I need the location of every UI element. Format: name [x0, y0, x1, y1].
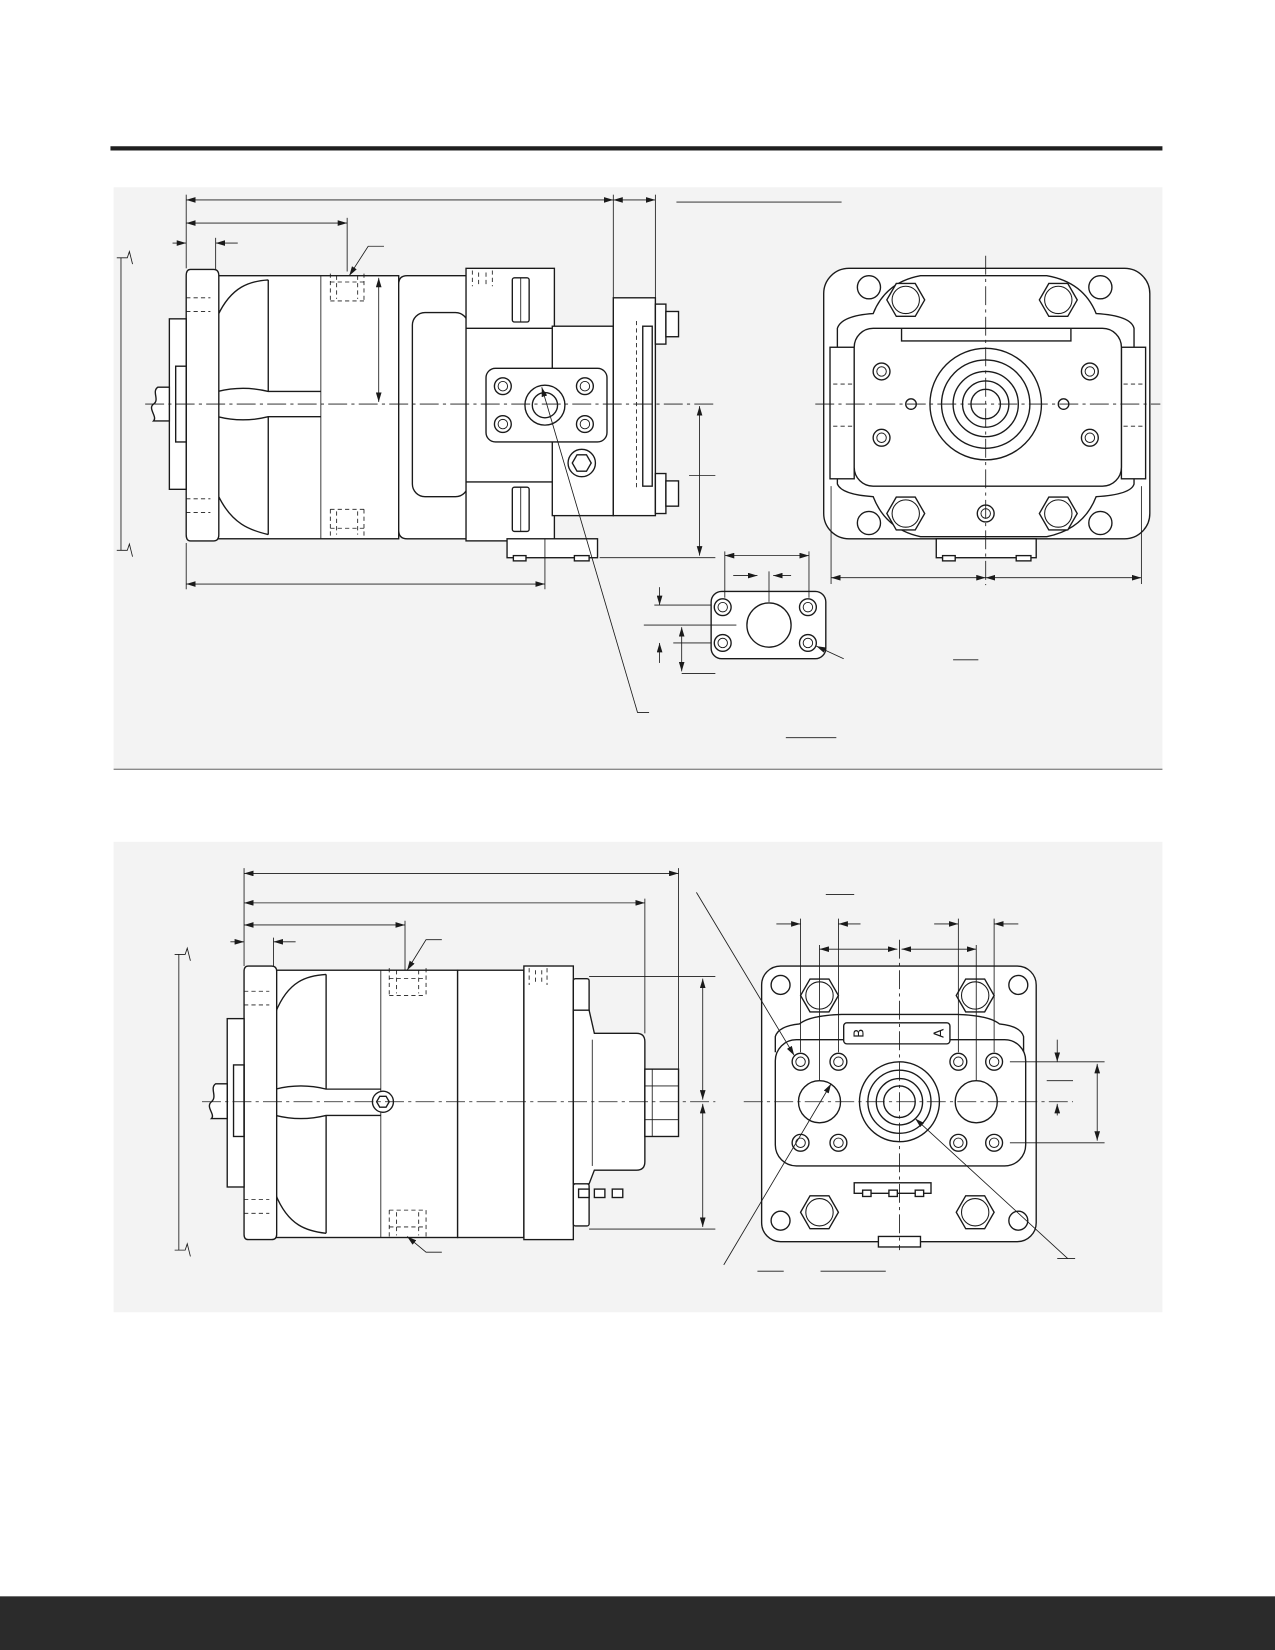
small-bolt [861, 1189, 872, 1198]
small-bolt [888, 1189, 899, 1198]
port-leader [348, 245, 384, 276]
pilot [226, 1017, 245, 1188]
port-a-bolt-hole [985, 1133, 1004, 1152]
corner-hole [856, 275, 882, 300]
corner-hole [856, 510, 882, 536]
left-ear [829, 346, 855, 480]
housing-body [274, 969, 459, 1239]
hex-plug-socket [571, 454, 593, 472]
port-b-label: B [851, 1029, 867, 1038]
rear-top-bolt-shank [654, 303, 667, 345]
port-hole-leader [696, 892, 795, 1056]
end-cover-hidden-boss [528, 968, 548, 985]
small-bolt [611, 1188, 624, 1199]
housing-contour [217, 279, 321, 536]
port-opening [524, 384, 566, 426]
body-bolt-hole [1080, 428, 1099, 447]
flange-port [746, 602, 792, 648]
hub-leader [914, 1118, 1069, 1259]
corner-hole [770, 1210, 791, 1231]
mounting-foot [506, 538, 599, 559]
end-cover-lines [466, 327, 555, 483]
port-opening-leader [723, 1083, 832, 1266]
foot-bolt [512, 554, 527, 562]
corner-hole [770, 974, 791, 996]
port-bolt-hole [493, 414, 512, 434]
port-b-bolt-hole [829, 1052, 848, 1071]
corner-hole [1088, 510, 1113, 536]
port-a-bolt-hole [949, 1052, 968, 1071]
port-b-bolt-hole [829, 1133, 848, 1152]
body-bolt-hole [872, 428, 891, 447]
port-b-bolt-hole [791, 1133, 810, 1152]
rear-bottom-bolt-shank [654, 472, 667, 515]
bottom-port-boss-hidden [388, 1209, 427, 1238]
port-leader [406, 939, 442, 971]
top-end-view [815, 255, 1161, 586]
flange [185, 268, 220, 542]
port-b-bolt-hole [791, 1052, 810, 1071]
flange-bolt-hole [798, 598, 818, 617]
corner-hole [1008, 1210, 1029, 1231]
upper-flange-profile [836, 275, 1135, 348]
footer-bar [0, 1596, 1275, 1650]
flange-bolt-hole [713, 633, 732, 653]
port-a-bolt-hole [949, 1133, 968, 1152]
flange-bolt-hole [798, 633, 818, 653]
rear-top-bolt-head [665, 310, 680, 338]
end-cover-hidden-boss [471, 270, 493, 287]
flange-hole-leader [816, 645, 844, 660]
port-a-label: A [931, 1028, 947, 1038]
ear-hidden-lines [833, 383, 1143, 427]
top-port-boss-hidden [388, 968, 427, 996]
hex-plug [567, 448, 597, 478]
middle-block [456, 969, 525, 1239]
end-cover [523, 965, 575, 1241]
mounting-foot [935, 538, 1037, 559]
port-bolt-hole [575, 414, 595, 434]
port-bolt-hole [493, 377, 512, 396]
port-callout-leader [541, 387, 650, 713]
pilot-inner [232, 1064, 245, 1138]
shaft-stub [644, 1068, 680, 1138]
flange-bolt-hole [713, 598, 732, 617]
rear-plate-slot [642, 325, 653, 487]
foot-bolt [941, 554, 956, 562]
port-label-tab [843, 1022, 951, 1045]
case-drain-plug-socket [375, 1095, 391, 1108]
port-flange-detail [643, 551, 979, 739]
rear-plate [612, 297, 657, 517]
body-bolt-hole [1080, 362, 1099, 381]
valve-body [572, 1009, 646, 1185]
top-plate-line [900, 328, 1072, 342]
bottom-side-view [174, 868, 716, 1257]
corner-hole [1088, 275, 1113, 300]
dim-flange-height [174, 946, 191, 1257]
right-ear [1120, 346, 1147, 480]
top-port-boss-hidden [329, 273, 365, 302]
flange [243, 965, 278, 1241]
port-a-bolt-hole [985, 1052, 1004, 1071]
body-bolt-hole [872, 362, 891, 381]
top-side-view [116, 194, 842, 713]
bottom-end-view: B A [696, 892, 1105, 1272]
port-bolt-hole [575, 377, 595, 396]
foot-bolt [573, 554, 590, 562]
small-bolt [593, 1188, 606, 1199]
corner-hole [1008, 974, 1029, 996]
housing-contour [274, 973, 381, 1234]
shaft-stub-lines [644, 1069, 679, 1137]
small-bolt [914, 1189, 925, 1198]
lower-flange-profile [836, 468, 1135, 538]
dim-flange-height [116, 249, 133, 557]
small-bolt [577, 1188, 590, 1199]
foot-bolt [1015, 554, 1032, 562]
middle-block [398, 275, 469, 540]
housing-body [217, 275, 400, 540]
bottom-port-leader [406, 1236, 442, 1253]
rear-bottom-bolt-head [665, 480, 680, 507]
